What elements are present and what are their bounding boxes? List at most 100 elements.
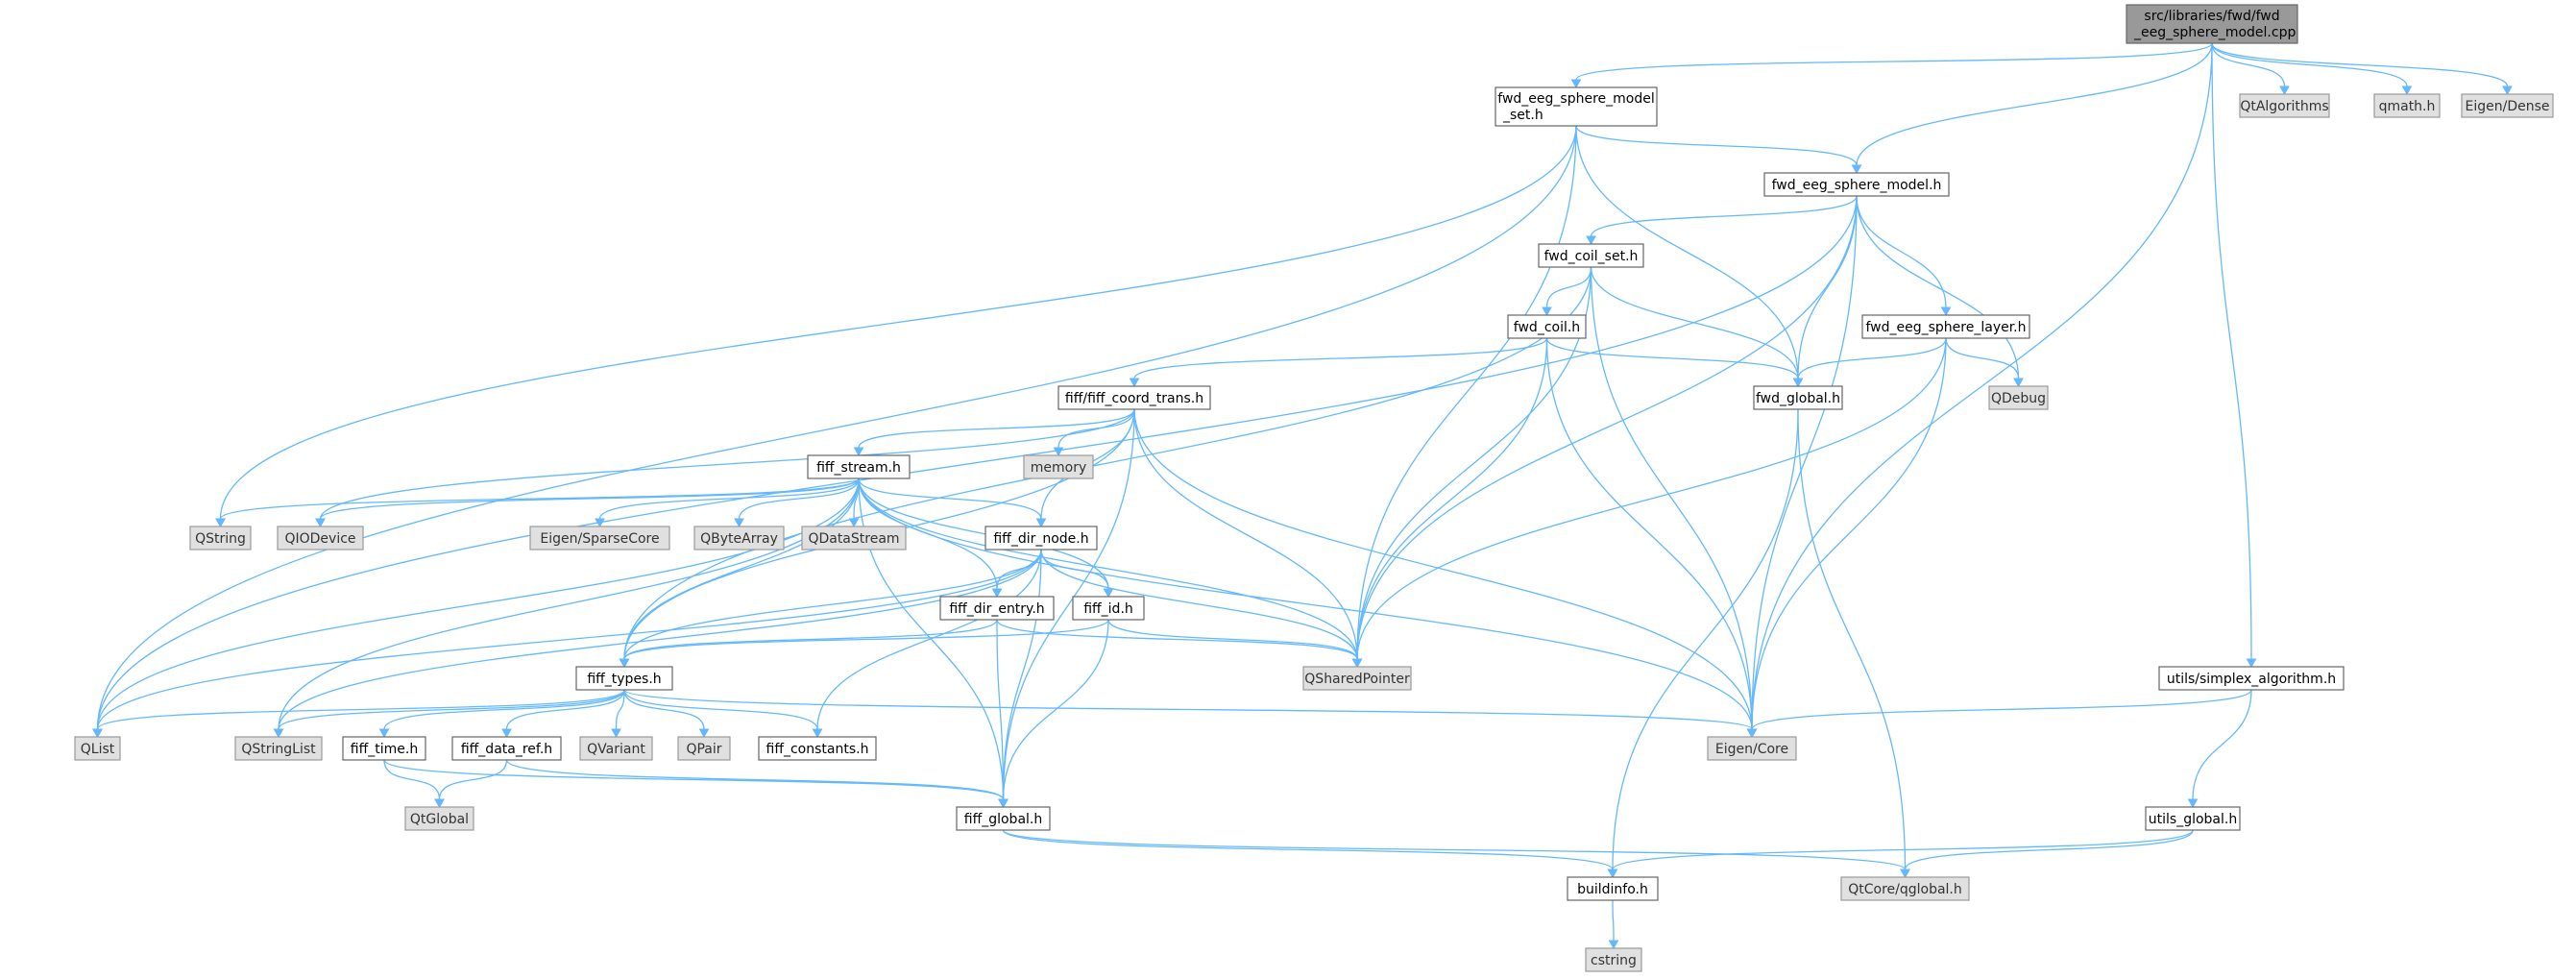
node-label: cstring (1591, 953, 1637, 968)
node-box (1567, 876, 1659, 901)
node-label: fiff_dir_node.h (993, 531, 1088, 547)
node-model-h[interactable]: fwd_eeg_sphere_model.h (1763, 172, 1950, 197)
edge-stream_h-to-qstring (219, 477, 860, 520)
arrowhead-cstring (1608, 940, 1619, 950)
arrowhead-qmath (2401, 86, 2413, 96)
node-root[interactable]: src/libraries/fwd/fwd_eeg_sphere_model.c… (2126, 4, 2298, 44)
edge-model_h-to-layer_h (1856, 195, 1947, 308)
node-label: fiff_time.h (351, 742, 418, 757)
node-box (404, 806, 474, 831)
node-memory: memory (1023, 454, 1094, 479)
node-data-ref-h[interactable]: fiff_data_ref.h (451, 736, 562, 761)
edge-dir_node_h-to-id_h (1040, 549, 1109, 590)
node-qstring: QString (189, 526, 252, 551)
node-fiff-global-h[interactable]: fiff_global.h (956, 806, 1051, 831)
arrowhead-buildinfo_h (1607, 869, 1618, 879)
node-cstring: cstring (1585, 947, 1642, 972)
node-qstringlist: QStringList (234, 736, 323, 761)
node-dir-entry-h[interactable]: fiff_dir_entry.h (939, 596, 1055, 621)
node-coil-set-h[interactable]: fwd_coil_set.h (1538, 243, 1644, 268)
arrowhead-qstring (215, 518, 226, 528)
node-label: fiff_dir_entry.h (949, 601, 1044, 617)
edge-dir_node_h-to-constants_h (816, 549, 1042, 730)
node-id-h[interactable]: fiff_id.h (1072, 596, 1145, 621)
edge-model_h-to-qsharedpointer (1356, 195, 1858, 660)
node-label: fiff_types.h (587, 672, 661, 687)
node-coil-h[interactable]: fwd_coil.h (1507, 314, 1587, 339)
node-box (1023, 454, 1094, 479)
node-constants-h[interactable]: fiff_constants.h (758, 736, 877, 761)
node-set-h[interactable]: fwd_eeg_sphere_model_set.h (1495, 86, 1658, 127)
edge-root-to-qtalgorithms (2211, 42, 2286, 87)
edge-simplex_h-to-utils_global_h (2192, 689, 2252, 800)
node-box (1707, 736, 1797, 761)
node-label-line: _eeg_sphere_model.cpp (2133, 25, 2296, 40)
arrowhead-eigen_sparse (595, 518, 605, 528)
node-simplex-h[interactable]: utils/simplex_algorithm.h (2158, 666, 2345, 691)
node-types-h[interactable]: fiff_types.h (575, 666, 673, 691)
node-layer-h[interactable]: fwd_eeg_sphere_layer.h (1861, 314, 2030, 339)
edge-utils_global_h-to-qcore_qglobal (1904, 829, 2194, 870)
edge-types_h-to-qstringlist (278, 689, 625, 730)
node-fwd-global-h[interactable]: fwd_global.h (1753, 385, 1843, 410)
node-label: Eigen/Core (1715, 742, 1788, 757)
edge-fwd_global_h-to-qcore_qglobal (1797, 408, 1907, 870)
edge-id_h-to-fiff_global_h (1002, 619, 1109, 800)
arrowhead-coil_set_h (1586, 235, 1596, 246)
edge-fiff_global_h-to-buildinfo_h (1002, 829, 1614, 870)
node-box (1057, 385, 1211, 410)
node-label: Eigen/Dense (2466, 99, 2550, 114)
node-label: QIODevice (284, 531, 355, 547)
edge-dir_node_h-to-fiff_global_h (1002, 549, 1042, 800)
edge-model_h-to-fwd_global_h (1797, 195, 1858, 379)
edge-id_h-to-types_h (623, 619, 1109, 660)
arrowhead-eigen_dense (2502, 86, 2513, 96)
edge-root-to-eigen_core (1751, 42, 2213, 730)
arrowhead-coord_trans_h (1129, 378, 1140, 388)
node-buildinfo-h[interactable]: buildinfo.h (1567, 876, 1659, 901)
node-label-line: src/libraries/fwd/fwd (2144, 9, 2279, 24)
edge-root-to-qmath (2211, 42, 2408, 87)
edge-coord_trans_h-to-eigen_core (1133, 408, 1753, 730)
graph-edges (92, 42, 2513, 950)
edge-set_h-to-fwd_global_h (1575, 125, 1799, 379)
edge-dir_entry_h-to-fiff_global_h (996, 619, 1005, 800)
edge-dir_entry_h-to-qsharedpointer (996, 619, 1358, 660)
node-label: QDebug (1991, 391, 2046, 406)
edge-model_h-to-eigen_core (1751, 195, 1858, 730)
arrowhead-dir_node_h (1035, 518, 1047, 528)
node-label: qmath.h (2379, 99, 2436, 114)
edge-coil_set_h-to-eigen_core (1590, 266, 1753, 730)
edge-stream_h-to-qbytearray (738, 477, 860, 520)
node-box (677, 736, 731, 761)
node-qlist: QList (74, 736, 121, 761)
node-box (342, 736, 426, 761)
node-box (956, 806, 1051, 831)
edge-coil_h-to-qsharedpointer (1356, 337, 1548, 660)
edge-coil_set_h-to-types_h (623, 266, 1592, 660)
edge-coord_trans_h-to-stream_h (858, 408, 1135, 449)
edge-coil_set_h-to-qsharedpointer (1356, 266, 1592, 660)
node-qbytearray: QByteArray (693, 526, 785, 551)
node-time-h[interactable]: fiff_time.h (342, 736, 426, 761)
edge-set_h-to-qstring (219, 125, 1577, 520)
node-box (1861, 314, 2030, 339)
arrowhead-qtglobal (434, 798, 445, 809)
node-label: fwd_global.h (1756, 391, 1840, 406)
edge-stream_h-to-qsharedpointer (858, 477, 1358, 660)
node-box (1840, 876, 1970, 901)
edge-root-to-model_h (1856, 42, 2213, 166)
node-dir-node-h[interactable]: fiff_dir_node.h (984, 526, 1098, 551)
node-stream-h[interactable]: fiff_stream.h (807, 454, 911, 479)
node-box (693, 526, 785, 551)
node-qdebug: QDebug (1988, 385, 2049, 410)
arrowhead-dir_entry_h (991, 588, 1003, 599)
node-box (2239, 93, 2330, 118)
node-coord-trans-h[interactable]: fiff/fiff_coord_trans.h (1057, 385, 1211, 410)
edge-data_ref_h-to-fiff_global_h (505, 759, 1005, 800)
node-qpair: QPair (677, 736, 731, 761)
edge-stream_h-to-eigen_sparse (598, 477, 860, 520)
node-label-line: _set.h (1502, 108, 1543, 123)
node-utils-global-h[interactable]: utils_global.h (2145, 806, 2241, 831)
edge-stream_h-to-id_h (858, 477, 1109, 590)
